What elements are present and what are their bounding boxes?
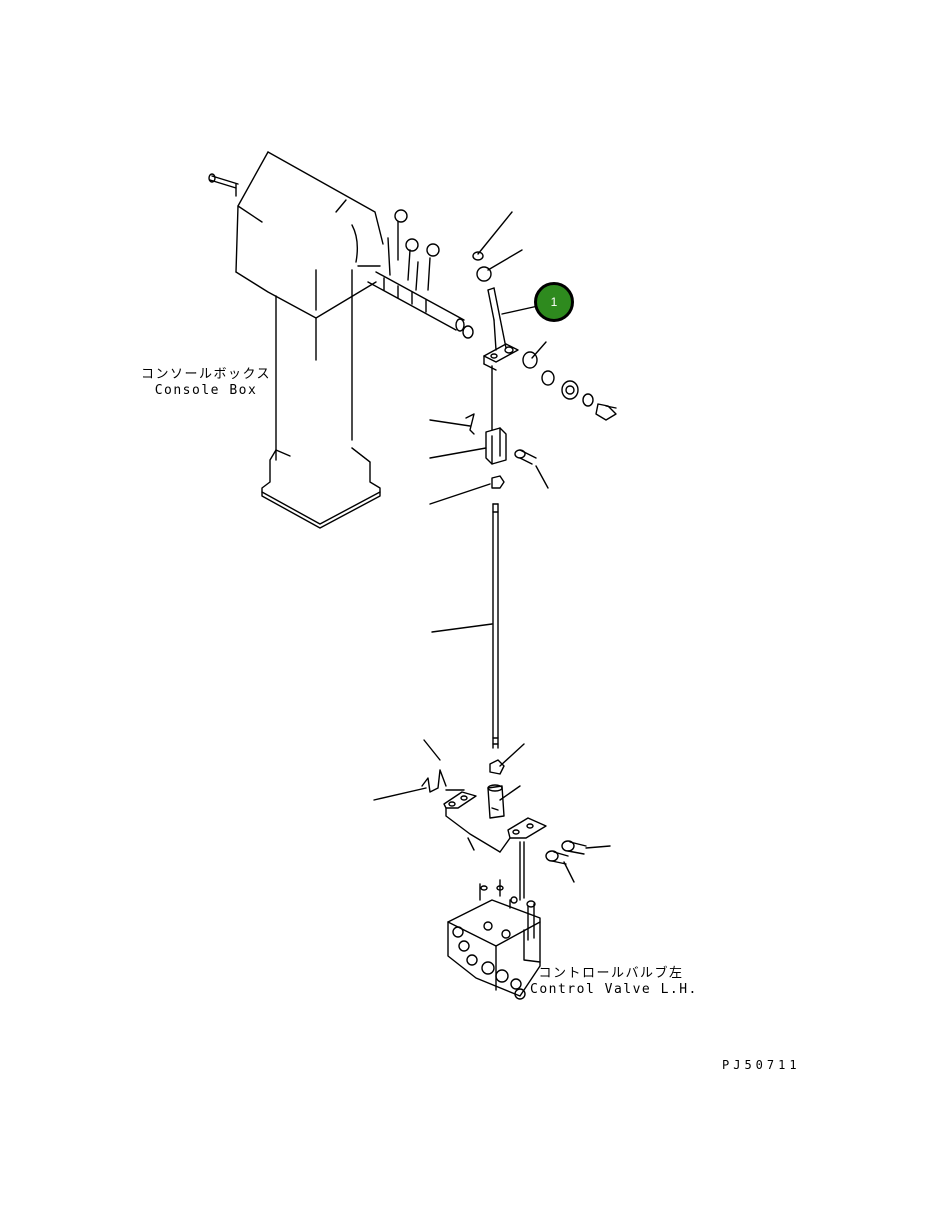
drawing-code: PJ50711 bbox=[722, 1058, 801, 1072]
lever-assembly bbox=[462, 251, 617, 819]
part-callout-number: 1 bbox=[550, 295, 558, 309]
console-box bbox=[208, 151, 465, 529]
part-callout-1[interactable]: 1 bbox=[534, 282, 574, 322]
control-valve bbox=[447, 879, 541, 1000]
console-levers bbox=[367, 209, 465, 332]
console-box-label-en: Console Box bbox=[154, 383, 258, 398]
console-box-label-jp: コンソールボックス bbox=[140, 367, 272, 382]
control-valve-label-jp: コントロールバルブ左 bbox=[538, 966, 684, 981]
console-box-label: コンソールボックス Console Box bbox=[140, 367, 272, 399]
control-valve-label-en: Control Valve L.H. bbox=[530, 982, 698, 997]
control-valve-label: コントロールバルブ左 Control Valve L.H. bbox=[530, 966, 698, 998]
lower-linkage bbox=[421, 769, 587, 901]
leader-lines bbox=[373, 211, 611, 883]
